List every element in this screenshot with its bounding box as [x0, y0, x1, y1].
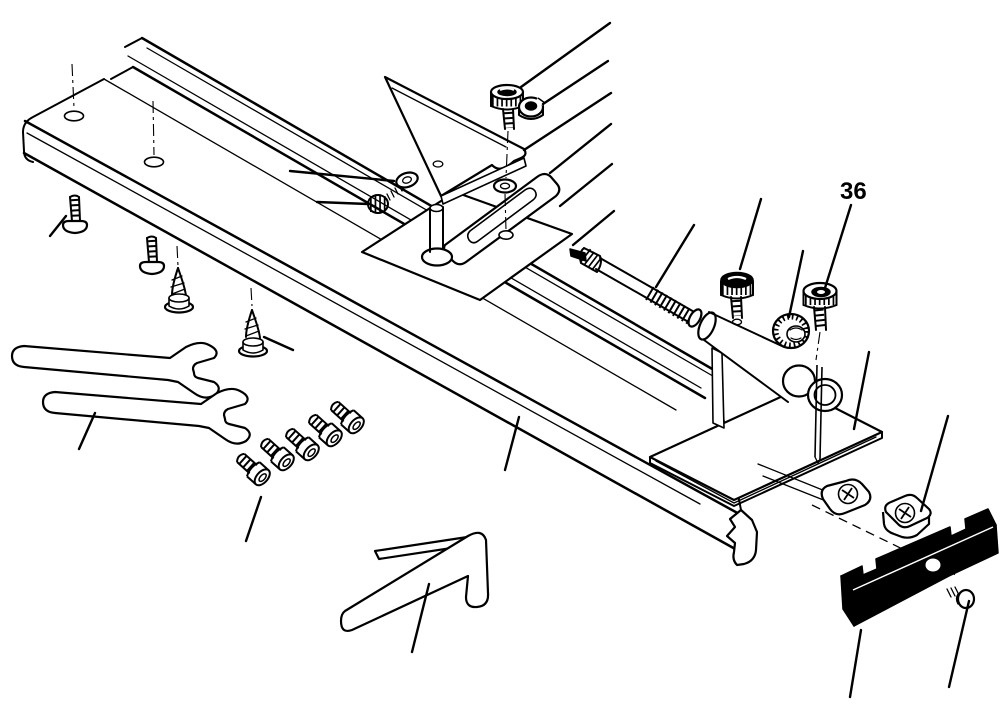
- leader-thumbscrew: [519, 21, 612, 89]
- leader-stop-screw: [947, 599, 971, 689]
- mounting-screws: [61, 194, 269, 358]
- allen-bolt-1: [233, 449, 273, 488]
- leader-rod: [654, 223, 696, 289]
- clamp-pin: [814, 364, 823, 465]
- leader-lines: [48, 21, 971, 699]
- leader-tapping-screw: [262, 335, 295, 352]
- leader-allen-bolts: [244, 495, 263, 543]
- tapping-screw-2: [237, 287, 269, 358]
- rail-end-assembly: [648, 311, 999, 627]
- socket-head-bolts: [233, 397, 367, 488]
- leader-slot-bar: [548, 122, 613, 175]
- angled-flat-bar: [339, 531, 490, 633]
- leader-machine-screw: [48, 214, 68, 238]
- leader-square-nut: [919, 414, 950, 513]
- bracket-hole: [432, 160, 444, 168]
- assembly-dash-line: [811, 504, 957, 576]
- wrenches: [10, 341, 251, 445]
- support-bracket: [383, 75, 527, 198]
- hook-bar: [339, 531, 490, 633]
- stop-block-screw: [946, 586, 976, 610]
- allen-bolt-5: [327, 397, 367, 436]
- tapping-screw-1: [163, 245, 195, 314]
- centerline-screw-36: [815, 331, 821, 361]
- locating-pin: [429, 203, 444, 253]
- end-stop-block: [840, 508, 999, 627]
- leader-rail: [503, 415, 521, 472]
- centerline-hole-2: [152, 100, 155, 156]
- pin-foot: [420, 247, 454, 267]
- adjust-slot: [466, 187, 537, 244]
- callout-36-leader: [823, 203, 853, 290]
- knurled-thumbscrew-top: [489, 83, 525, 130]
- callout-36: 36: [823, 178, 867, 290]
- knurled-thumbscrew-small: [720, 271, 754, 319]
- stop-block-hole: [925, 558, 941, 572]
- leader-stop-block: [848, 628, 863, 699]
- leader-track-screw: [315, 200, 370, 206]
- leader-round-nut: [787, 249, 805, 319]
- leader-wrench: [77, 411, 97, 451]
- square-flange-nut: [881, 493, 932, 539]
- leader-small-screw: [738, 197, 763, 271]
- guide-rail: [22, 36, 759, 567]
- flange-nut: [517, 96, 546, 120]
- knurled-round-nut: [771, 312, 811, 350]
- leader-base-plate: [558, 162, 614, 208]
- rail-hole-2: [143, 156, 165, 168]
- open-end-wrench-1: [10, 341, 220, 399]
- leader-rod-tip: [571, 209, 616, 247]
- plate-hole: [498, 230, 514, 241]
- catch-lug: [820, 478, 872, 516]
- rail-right-end-hook: [725, 508, 759, 567]
- machine-screw-1: [61, 194, 89, 235]
- miter-head-assembly: [360, 75, 574, 302]
- leader-track-washer: [288, 169, 396, 183]
- leader-slide-plate: [852, 350, 871, 431]
- clamp-leg: [711, 347, 725, 429]
- leader-bracket: [522, 91, 613, 152]
- rail-left-end: [22, 37, 143, 163]
- leader-flange-nut: [541, 59, 610, 106]
- callout-36-label: 36: [840, 178, 867, 205]
- centerline-thumbscrew: [505, 130, 509, 179]
- track-screw-with-washer: [367, 171, 419, 214]
- threaded-rod: [569, 247, 703, 328]
- open-end-wrench-2: [41, 387, 251, 445]
- leader-flat-bar: [410, 582, 431, 654]
- centerline-hole-1: [71, 63, 75, 109]
- barrel-opening: [806, 377, 844, 413]
- rail-hole-1: [63, 110, 85, 122]
- support-bracket-edge: [440, 157, 527, 205]
- barrel-hole: [731, 318, 743, 326]
- machine-screw-2: [138, 235, 166, 276]
- flat-washer: [492, 178, 518, 194]
- knurled-screw-36: [802, 281, 838, 361]
